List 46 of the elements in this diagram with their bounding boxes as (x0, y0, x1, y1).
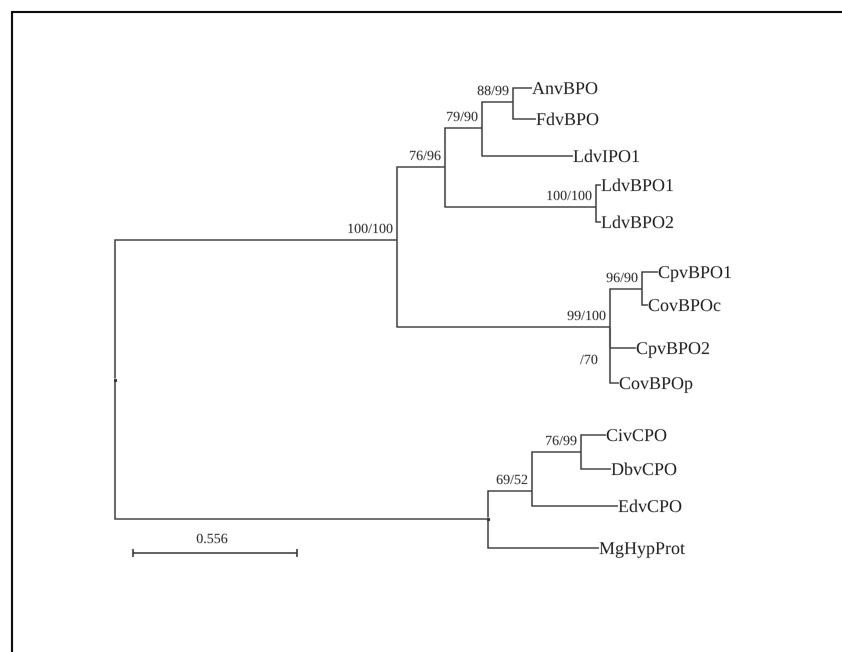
bootstrap-value: 88/99 (477, 85, 513, 102)
tree-branch (444, 127, 482, 167)
taxon-label: CovBPOp (619, 374, 694, 392)
tree-branch (512, 87, 532, 102)
tree-branch (641, 289, 648, 306)
taxon-label: LdvBPO2 (601, 213, 674, 231)
tree-branch (609, 327, 619, 384)
taxon-label: MgHypProt (599, 539, 686, 557)
tree-branch (580, 434, 606, 452)
tree-branch (444, 167, 596, 208)
taxon-label: DbvCPO (611, 460, 678, 478)
bootstrap-value: 96/90 (606, 272, 642, 289)
tree-branch (481, 128, 573, 157)
bootstrap-value: 99/100 (567, 310, 610, 327)
bootstrap-value: 69/52 (496, 474, 532, 491)
taxon-label: CpvBPO1 (658, 263, 732, 281)
tree-branch (396, 166, 445, 240)
taxon-label: CovBPOc (648, 296, 722, 314)
taxon-label: FdvBPO (536, 110, 600, 128)
taxon-label: AnvBPO (532, 79, 598, 97)
scale-value: 0.556 (196, 533, 228, 547)
bootstrap-value: 76/96 (409, 150, 445, 167)
tree-branch (487, 490, 532, 518)
bootstrap-value: 76/99 (545, 435, 581, 452)
tree-branch (595, 184, 601, 207)
tree-branch (114, 239, 397, 378)
tree-branch (487, 520, 599, 549)
tree-branch (531, 451, 581, 491)
taxon-label: CivCPO (606, 426, 668, 444)
taxon-label: EdvCPO (618, 497, 682, 515)
bootstrap-value: /70 (580, 354, 598, 368)
tree-branch (595, 207, 601, 223)
tree-branch (580, 452, 611, 470)
taxon-label: LdvBPO1 (601, 176, 674, 194)
taxon-label: CpvBPO2 (636, 339, 710, 357)
tree-branch (114, 382, 488, 520)
tree-branch (641, 271, 658, 289)
tree-branch (396, 240, 610, 328)
tree-branch (531, 491, 618, 507)
taxon-label: LdvIPO1 (573, 147, 640, 165)
bootstrap-value: 79/90 (446, 111, 482, 128)
tree-branch (481, 101, 513, 128)
bootstrap-value: 100/100 (347, 223, 397, 240)
bootstrap-value: 100/100 (546, 190, 596, 207)
tree-branch (609, 288, 642, 327)
tree-branch (512, 102, 536, 120)
